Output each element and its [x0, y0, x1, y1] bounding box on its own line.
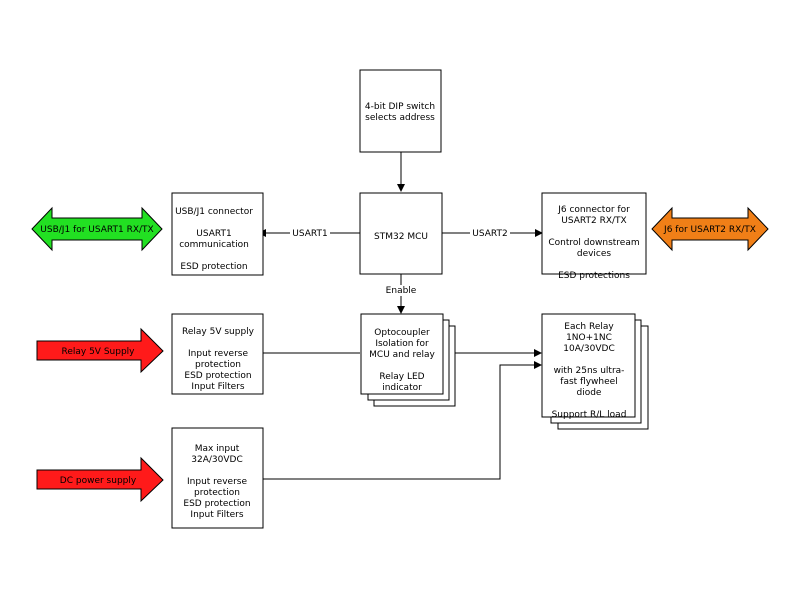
- relay-block: [541, 313, 636, 418]
- usb-arrow-label: USB/J1 for USART1 RX/TX: [40, 225, 153, 235]
- opto-line-0: Optocoupler: [374, 328, 430, 338]
- relay5v-line-3: protection: [195, 360, 241, 370]
- relay-line-0: Each Relay: [564, 322, 614, 332]
- dip-line-1: selects address: [365, 113, 435, 123]
- dcbox-line-1: 32A/30VDC: [191, 455, 242, 465]
- relay-supply-label: Relay 5V Supply: [61, 347, 135, 357]
- dcbox-line-5: ESD protection: [183, 499, 250, 509]
- relay-line-5: fast flywheel: [560, 377, 617, 387]
- usb-line-2: USART1: [196, 229, 231, 239]
- j6-line-6: ESD protections: [558, 271, 630, 281]
- mcu-block: [359, 192, 443, 275]
- usart2-label: USART2: [472, 229, 507, 239]
- mcu-line-0: STM32 MCU: [374, 232, 428, 242]
- relay-line-2: 10A/30VDC: [563, 344, 614, 354]
- dcbox-line-6: Input Filters: [190, 510, 243, 520]
- opto-line-5: indicator: [382, 383, 422, 393]
- dc-to-relay-line: [263, 361, 542, 480]
- mcu-text: STM32 MCU: [374, 232, 428, 242]
- usb-line-5: ESD protection: [180, 262, 247, 272]
- dcbox-line-0: Max input: [195, 444, 240, 454]
- j6-connector-block: [541, 192, 647, 275]
- relay-supply-arrow: Relay 5V Supply: [36, 327, 164, 374]
- j6-line-4: devices: [577, 249, 612, 259]
- usb-line-3: communication: [179, 240, 249, 250]
- relay5v-line-4: ESD protection: [184, 371, 251, 381]
- opto-line-4: Relay LED: [379, 372, 424, 382]
- usb-line-0: USB/J1 connector: [175, 207, 253, 217]
- relay-supply-block: [171, 313, 264, 395]
- j6-line-0: J6 connector for: [557, 205, 630, 215]
- relay5v-line-5: Input Filters: [191, 382, 244, 392]
- j6-arrow-label: J6 for USART2 RX/TX: [663, 225, 756, 235]
- dcbox-line-4: protection: [194, 488, 240, 498]
- opto-line-1: Isolation for: [375, 339, 429, 349]
- dc-supply-label: DC power supply: [60, 476, 137, 486]
- optocoupler-block: [360, 313, 444, 395]
- relay-line-8: Support R/L load: [552, 410, 627, 420]
- usb-connector-block: [171, 192, 264, 276]
- dc-supply-arrow: DC power supply: [36, 456, 164, 503]
- relay-line-4: with 25ns ultra-: [554, 366, 625, 376]
- relay5v-line-2: Input reverse: [188, 349, 248, 359]
- relay-line-6: diode: [577, 388, 602, 398]
- relay5v-line-0: Relay 5V supply: [182, 327, 255, 337]
- j6-line-1: USART2 RX/TX: [561, 216, 626, 226]
- usart1-label: USART1: [292, 229, 327, 239]
- enable-label: Enable: [386, 286, 417, 296]
- opto-line-2: MCU and relay: [369, 350, 435, 360]
- relay-line-1: 1NO+1NC: [566, 333, 612, 343]
- dcbox-line-3: Input reverse: [187, 477, 247, 487]
- j6-line-3: Control downstream: [548, 238, 639, 248]
- usb-double-arrow: USB/J1 for USART1 RX/TX: [31, 206, 163, 252]
- dc-input-block: [171, 427, 264, 529]
- j6-double-arrow: J6 for USART2 RX/TX: [651, 206, 769, 252]
- dip-line-0: 4-bit DIP switch: [365, 102, 435, 112]
- dip-switch-block: [359, 69, 442, 153]
